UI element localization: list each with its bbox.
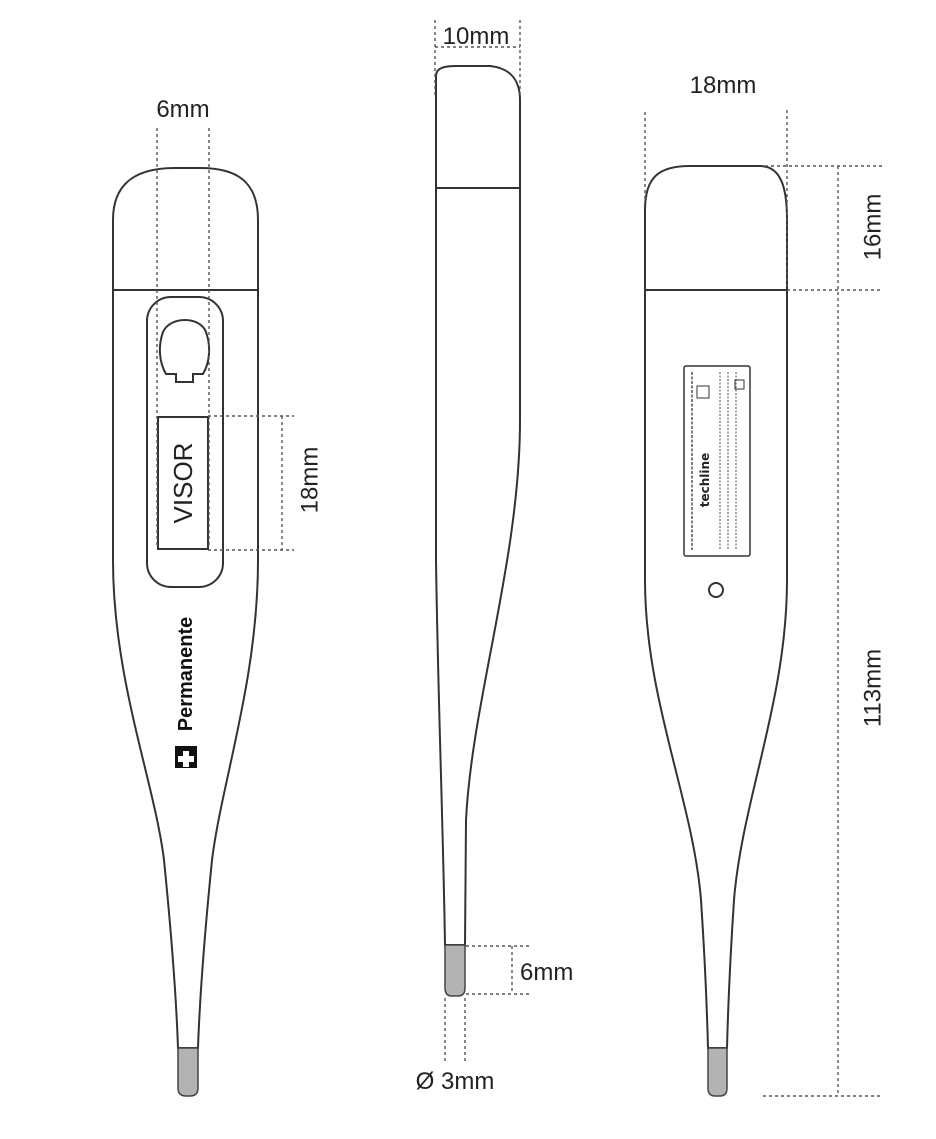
visor-label: VISOR: [168, 443, 198, 524]
back-width-label: 18mm: [690, 72, 757, 99]
ce-mark-icon: [696, 385, 710, 399]
side-view: 10mm 6mm Ø 3mm: [416, 20, 573, 1095]
front-view: VISOR Permanente 6mm 18mm: [112, 96, 324, 1097]
brand-name: Permanente: [175, 617, 197, 732]
back-probe-tip: [707, 1047, 728, 1097]
back-view: techline 18mm 16mm 113mm: [644, 72, 887, 1097]
side-thickness-label: 10mm: [443, 23, 510, 50]
brand-logo: Permanente: [175, 617, 197, 768]
side-thermometer-body: [435, 65, 521, 946]
total-length-label: 113mm: [860, 649, 887, 727]
side-probe-tip: [444, 944, 466, 997]
battery-cover-screw: [708, 582, 724, 598]
display-height-label: 18mm: [297, 447, 324, 514]
front-width-label: 6mm: [156, 96, 209, 123]
button-icon: [158, 319, 211, 383]
spec-label-sticker: techline: [683, 365, 751, 557]
back-thermometer-body: [644, 165, 788, 1049]
visor-display: [157, 416, 209, 550]
probe-length-label: 6mm: [520, 959, 573, 986]
front-probe-tip: [177, 1047, 199, 1097]
probe-diameter-label: Ø 3mm: [416, 1068, 495, 1095]
warning-icon: [734, 379, 745, 390]
spec-label-brand: techline: [698, 453, 712, 507]
cap-height-label: 16mm: [860, 194, 887, 261]
